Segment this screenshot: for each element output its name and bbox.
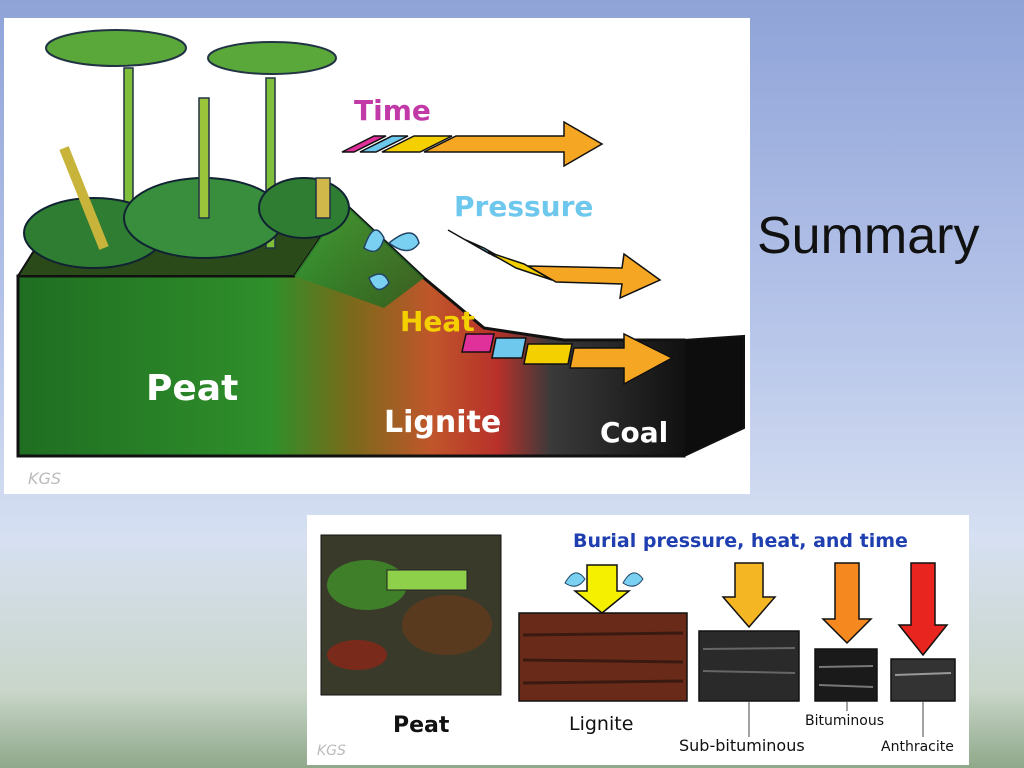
bituminous-sample — [814, 562, 878, 702]
anthracite-sample — [890, 562, 956, 702]
time-arrow: Time — [341, 94, 604, 168]
rank-label-peat: Peat — [393, 713, 450, 738]
heat-arrow: Heat — [400, 305, 674, 386]
pressure-label: Pressure — [454, 190, 593, 223]
rank-label-lignite: Lignite — [569, 713, 633, 735]
water-splash — [363, 229, 420, 291]
time-label: Time — [354, 94, 431, 127]
lignite-sample — [518, 564, 688, 702]
coal-end-cap — [683, 334, 745, 458]
vegetation — [23, 29, 350, 269]
coal-formation-illustration: Time Pressure Heat Peat Lignite Coal KGS — [16, 29, 745, 488]
stage-label-coal: Coal — [600, 416, 668, 449]
sub-bituminous-sample — [698, 562, 800, 702]
coal-rank-diagram: Burial pressure, heat, and time — [307, 515, 969, 765]
signature-top: KGS — [28, 469, 61, 488]
stage-label-peat: Peat — [146, 368, 238, 409]
rank-label-anthracite: Anthracite — [881, 739, 954, 755]
stage-label-lignite: Lignite — [384, 405, 501, 440]
rank-label-sub-bituminous: Sub-bituminous — [679, 736, 805, 755]
pressure-arrow: Pressure — [447, 190, 662, 300]
heat-label: Heat — [400, 305, 475, 338]
signature-bottom: KGS — [317, 743, 346, 759]
coal-rank-illustration: Burial pressure, heat, and time — [317, 530, 956, 759]
coal-formation-diagram: Time Pressure Heat Peat Lignite Coal KGS — [4, 18, 750, 494]
slide-title: Summary — [757, 207, 980, 265]
peat-sample — [320, 534, 502, 696]
rank-label-bituminous: Bituminous — [805, 713, 884, 729]
burial-caption: Burial pressure, heat, and time — [573, 530, 908, 552]
